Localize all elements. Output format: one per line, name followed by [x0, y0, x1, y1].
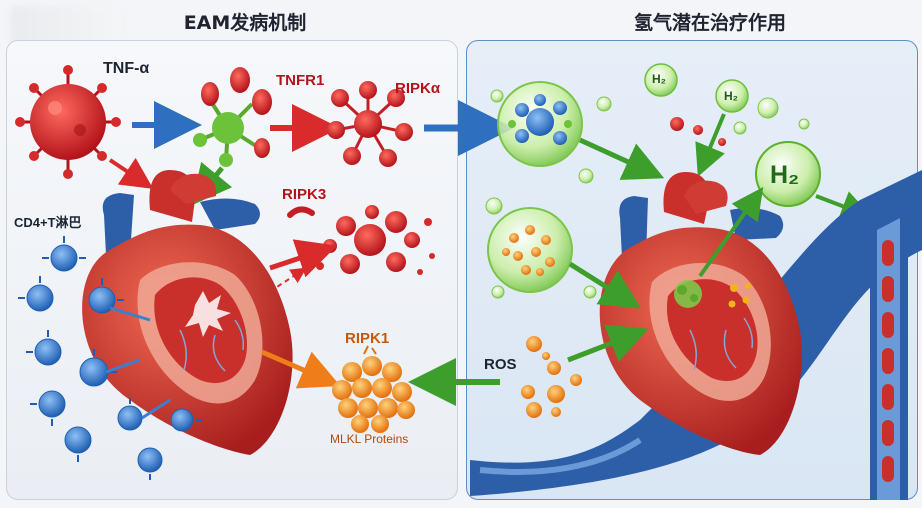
h2-bubble-icon [498, 82, 582, 166]
label-ripk-alpha: RIPKα [395, 80, 440, 97]
label-ros: ROS [484, 356, 517, 373]
virus-icon [15, 65, 121, 179]
ripk3-cluster-icon [290, 205, 435, 275]
antioxidant-bubble-icon [488, 208, 572, 292]
receptor-icon [193, 67, 272, 167]
label-h2-small-2: H₂ [724, 89, 738, 103]
label-tnfr1: TNFR1 [276, 72, 324, 89]
arrow-bubble-to-heart [580, 140, 646, 170]
arrow-heart-to-ripk3 [270, 252, 318, 268]
label-mlkl-proteins: MLKL Proteins [330, 432, 408, 446]
arrow-h2-to-heart [704, 114, 724, 162]
label-ripk3: RIPK3 [282, 186, 326, 203]
label-tnf-alpha: TNF-α [103, 60, 149, 78]
label-h2-small-1: H₂ [652, 72, 666, 86]
heart-icon [600, 172, 802, 455]
arrow-virus-to-heart [110, 160, 140, 180]
ros-particle-icon [521, 336, 582, 418]
mlkl-cluster-icon [332, 346, 415, 433]
label-ripk1: RIPK1 [345, 330, 389, 347]
label-cd4-t-cells: CD4+T淋巴 [14, 212, 82, 231]
label-h2-large: H₂ [770, 161, 799, 190]
